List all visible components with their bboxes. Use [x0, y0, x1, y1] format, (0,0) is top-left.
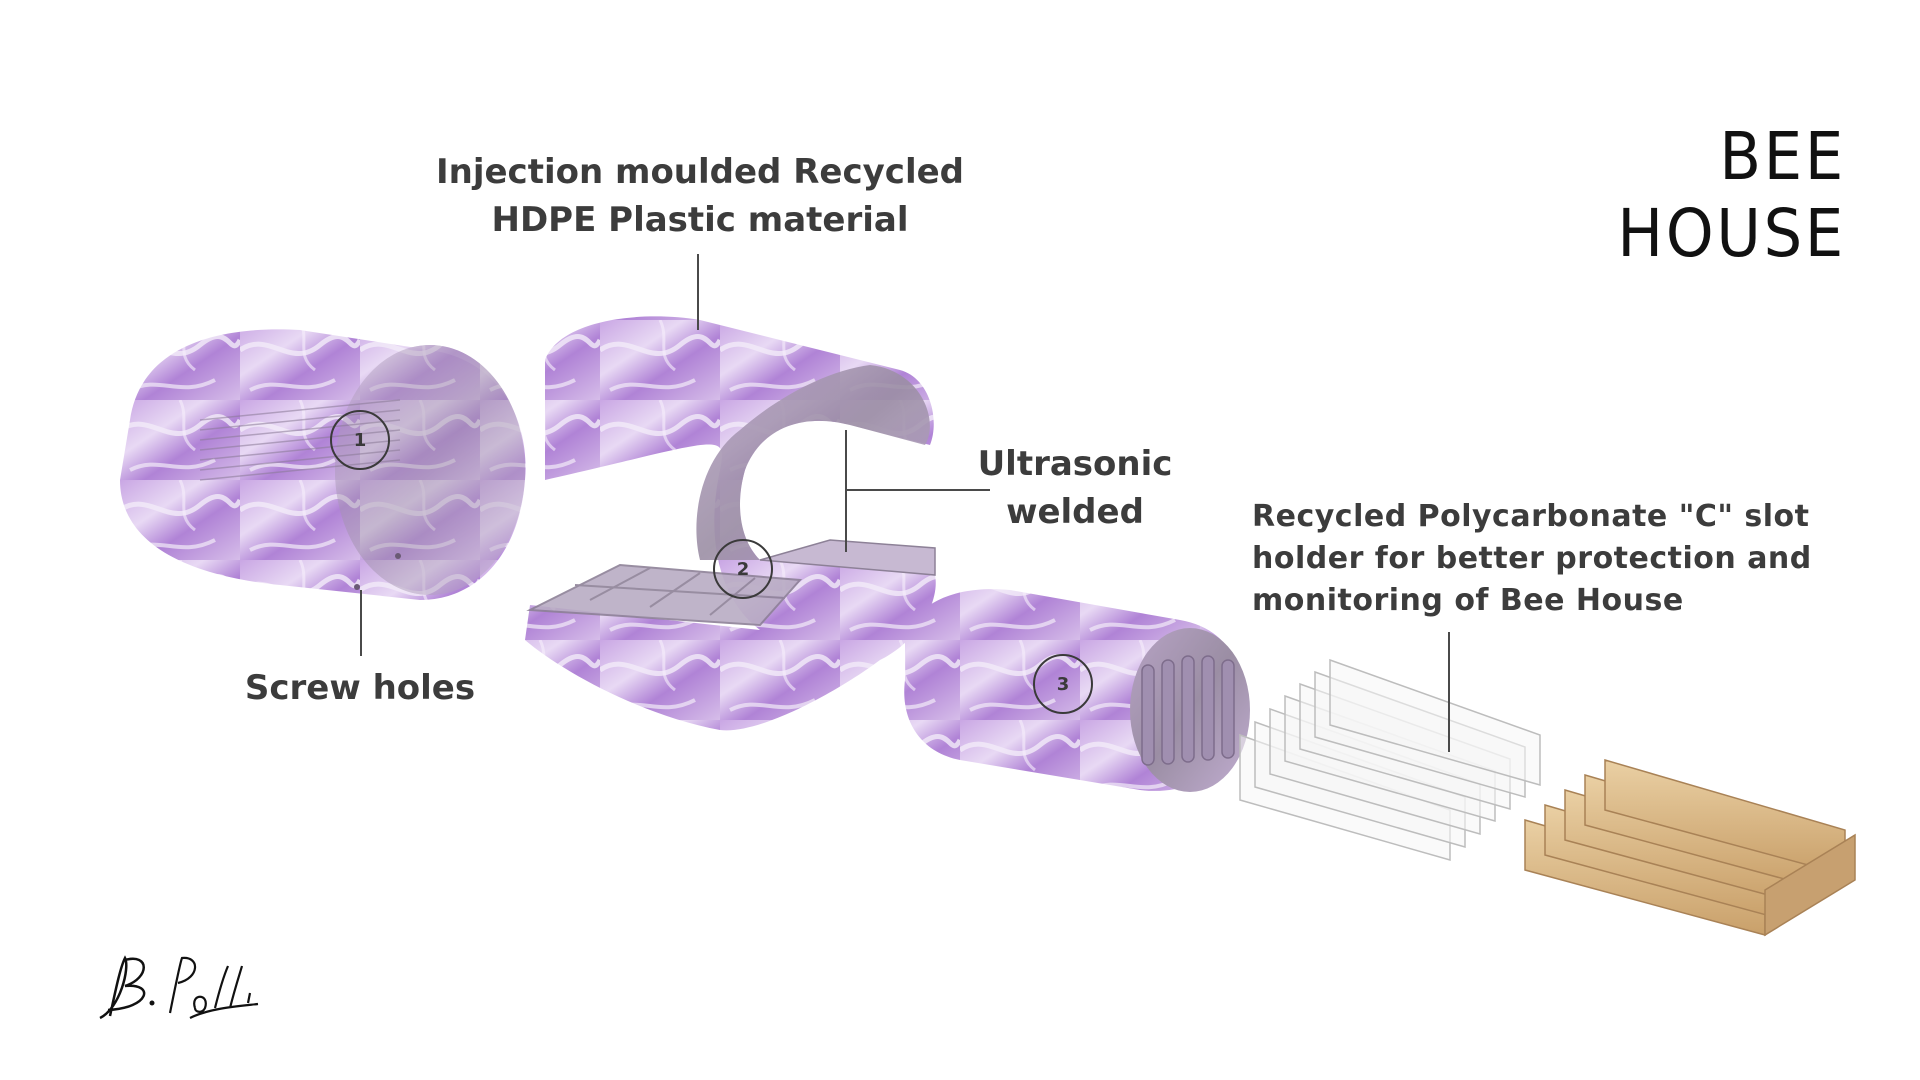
part-1-end-cap: [120, 329, 526, 600]
leader-lines: [360, 254, 1450, 752]
part-number-markers: 1 2 3: [330, 410, 1093, 714]
part-2-number: 2: [737, 559, 750, 580]
part-2-marker: [713, 539, 773, 599]
part-1-number: 1: [354, 430, 367, 451]
brand-title: BEE HOUSE: [1617, 118, 1846, 272]
part-3-number: 3: [1057, 674, 1070, 695]
screw-holes-callout: Screw holes: [244, 668, 476, 708]
material-callout: Injection moulded Recycled HDPE Plastic …: [435, 152, 964, 240]
part-3-marker: [1033, 654, 1093, 714]
polycarbonate-slot-holder: [1239, 658, 1541, 861]
part-1-marker: [330, 410, 390, 470]
part-2-main-body: [525, 316, 936, 731]
wooden-nesting-tubes: [1524, 759, 1856, 937]
part-2-compartments: [526, 563, 803, 627]
designer-signature: [99, 955, 259, 1020]
welding-callout: Ultrasonic welded: [977, 444, 1173, 532]
part-3-insert-block: [904, 589, 1250, 792]
slot-holder-callout: Recycled Polycarbonate "C" slot holder f…: [1252, 499, 1812, 618]
